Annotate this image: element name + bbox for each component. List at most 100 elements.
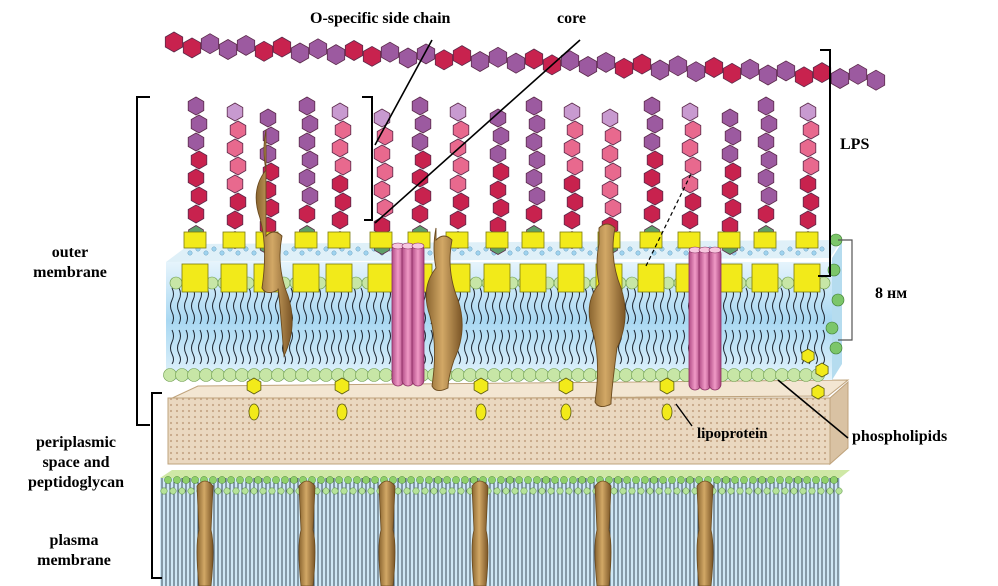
o-antigen-sugar: [450, 175, 466, 193]
phospholipid-head: [269, 488, 275, 494]
o-antigen-sugar: [335, 121, 351, 139]
phospholipid-head: [236, 476, 243, 483]
lipid-a: [221, 264, 247, 292]
surface-dot: [548, 247, 552, 251]
phospholipid-head: [350, 488, 356, 494]
lipid-a: [182, 264, 208, 292]
phospholipid-head: [251, 488, 257, 494]
surface-dot: [684, 251, 688, 255]
phospholipid-head: [836, 488, 842, 494]
phospholipid-head: [767, 476, 774, 483]
phospholipid-head: [542, 476, 549, 483]
phospholipid-head: [647, 488, 653, 494]
phospholipid-head: [371, 476, 378, 483]
o-antigen-sugar: [795, 67, 812, 87]
o-antigen-sugar: [682, 175, 698, 193]
phospholipid-head: [170, 488, 176, 494]
label-outer-membrane: outer membrane: [20, 243, 120, 283]
surface-dot: [540, 251, 544, 255]
o-antigen-sugar: [299, 97, 315, 115]
surface-dot: [284, 251, 288, 255]
green-bead: [826, 322, 838, 334]
phospholipid-head: [359, 488, 365, 494]
phospholipid-head: [548, 488, 554, 494]
lipoprotein-head: [247, 378, 261, 394]
o-antigen-sugar: [260, 109, 276, 127]
phospholipid-head: [659, 476, 666, 483]
o-antigen-sugar: [191, 187, 207, 205]
o-antigen-sugar: [412, 205, 428, 223]
o-antigen-sugar: [567, 157, 583, 175]
phospholipid-head: [584, 369, 597, 382]
phospholipid-head: [170, 277, 182, 289]
label-outer-line-1: outer: [20, 243, 120, 263]
phospholipid-head: [536, 369, 549, 382]
phospholipid-head: [578, 476, 585, 483]
phospholipid-head: [506, 476, 513, 483]
phospholipid-head: [587, 476, 594, 483]
surface-dot: [212, 247, 216, 251]
phospholipid-head: [224, 488, 230, 494]
o-antigen-sugar: [381, 42, 398, 62]
label-plasma-line-1: plasma: [14, 531, 134, 551]
phospholipid-head: [200, 369, 213, 382]
green-bead: [830, 342, 842, 354]
surface-dot: [740, 247, 744, 251]
phospholipid-head: [326, 476, 333, 483]
o-antigen-sugar: [605, 127, 621, 145]
o-antigen-sugar: [435, 50, 452, 70]
phospholipid-head: [746, 488, 752, 494]
phospholipid-head: [317, 476, 324, 483]
o-antigen-sugar: [722, 181, 738, 199]
phospholipid-head: [803, 476, 810, 483]
o-antigen-sugar: [188, 133, 204, 151]
phospholipid-head: [719, 488, 725, 494]
o-antigen-sugar: [183, 38, 200, 58]
phospholipid-head: [323, 488, 329, 494]
surface-dot: [252, 251, 256, 255]
lipoprotein-head: [660, 378, 674, 394]
phospholipid-head: [791, 488, 797, 494]
phospholipid-head: [212, 369, 225, 382]
o-antigen-sugar: [803, 121, 819, 139]
o-antigen-sugar: [564, 139, 580, 157]
phospholipid-head: [296, 369, 309, 382]
phospholipid-head: [452, 369, 465, 382]
o-antigen-sugar: [230, 193, 246, 211]
o-antigen-sugar: [602, 145, 618, 163]
o-antigen-sugar: [493, 199, 509, 217]
lipid-a: [295, 232, 317, 248]
lipid-a: [486, 232, 508, 248]
phospholipid-head: [620, 369, 633, 382]
phospholipid-head: [755, 488, 761, 494]
o-antigen-sugar: [332, 139, 348, 157]
o-antigen-sugar: [685, 193, 701, 211]
lipoprotein-anchor: [476, 404, 486, 420]
phospholipid-head: [260, 488, 266, 494]
phospholipid-head: [254, 476, 261, 483]
o-antigen-sugar: [374, 181, 390, 199]
o-antigen-sugar: [758, 205, 774, 223]
label-o-specific-side-chain: O-specific side chain: [310, 9, 450, 29]
o-antigen-sugar: [412, 97, 428, 115]
lipid-a: [520, 264, 546, 292]
o-antigen-sugar: [165, 32, 182, 52]
phospholipid-head: [638, 488, 644, 494]
phospholipid-head: [800, 488, 806, 494]
phospholipid-head: [362, 476, 369, 483]
o-antigen-sugar: [227, 175, 243, 193]
surface-dot: [348, 251, 352, 255]
o-antigen-sugar: [644, 169, 660, 187]
o-antigen-sugar: [450, 103, 466, 121]
phospholipid-head: [431, 488, 437, 494]
label-periplasmic-space: periplasmic space and peptidoglycan: [4, 433, 148, 493]
surface-dot: [204, 251, 208, 255]
lipoprotein-anchor: [662, 404, 672, 420]
phospholipid-head: [272, 369, 285, 382]
o-antigen-sugar: [237, 35, 254, 55]
lipid-a: [522, 232, 544, 248]
o-antigen-sugar: [399, 48, 416, 68]
phospholipid-head: [656, 488, 662, 494]
surface-dot: [748, 251, 752, 255]
phospholipid-head: [776, 369, 789, 382]
